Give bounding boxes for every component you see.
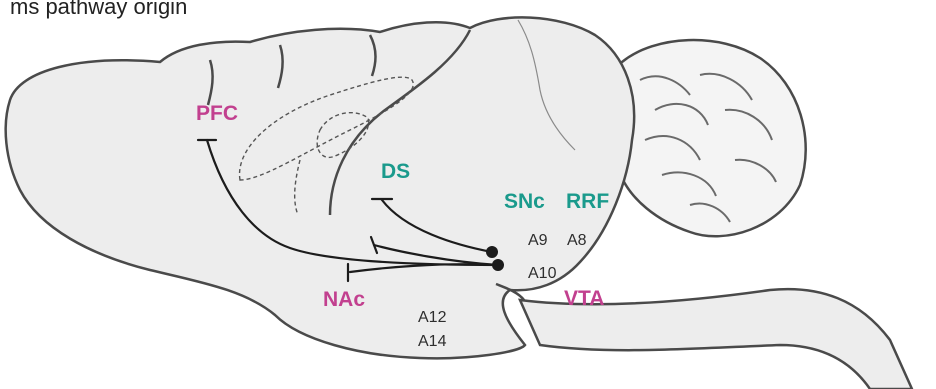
label-a8: A8 (567, 232, 587, 249)
label-snc: SNc (504, 190, 545, 213)
cerebellum (607, 40, 805, 236)
label-nac: NAc (323, 288, 365, 311)
label-ds: DS (381, 160, 410, 183)
label-a9: A9 (528, 232, 548, 249)
label-a14: A14 (418, 333, 447, 350)
vta-dot (492, 259, 504, 271)
label-pfc: PFC (196, 102, 238, 125)
label-rrf: RRF (566, 190, 609, 213)
snc-dot (486, 246, 498, 258)
label-vta: VTA (564, 287, 604, 310)
label-a12: A12 (418, 309, 447, 326)
label-a10: A10 (528, 265, 557, 282)
